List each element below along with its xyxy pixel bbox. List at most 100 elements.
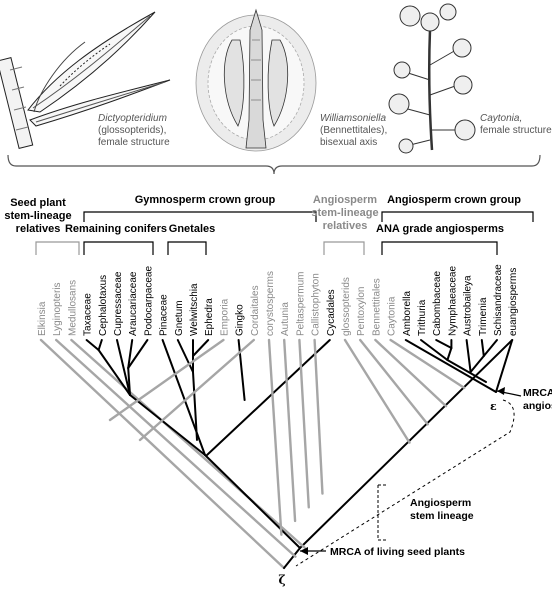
branch-emporia	[108, 338, 225, 422]
taxon-label-lyginopteris: Lyginopteris	[52, 282, 63, 336]
branch-cephalotaxus	[97, 339, 103, 351]
taxon-label-bennettitales: Bennettitales	[371, 278, 382, 336]
branch-conifer-a	[97, 349, 131, 396]
branch-glossopterids	[343, 338, 411, 444]
taxon-label-emporia: Emporia	[219, 298, 230, 336]
svg-text:Angiosperm: Angiosperm	[313, 194, 377, 206]
svg-text:Seed plant: Seed plant	[10, 197, 66, 209]
zeta-symbol: ζ	[278, 573, 285, 587]
branch-left-trunk	[39, 338, 286, 570]
svg-text:stem lineage: stem lineage	[410, 510, 474, 522]
branch-ephedra	[192, 339, 210, 357]
gnetales-label: Gnetales	[169, 223, 215, 235]
gnetales-bracket	[167, 241, 207, 255]
caytonia-axis-icon	[388, 3, 476, 154]
branch-austrobaileya	[465, 339, 472, 373]
branch-pinaceae	[161, 339, 206, 456]
taxon-label-taxaceae: Taxaceae	[83, 293, 94, 336]
taxon-label-podocarpaceae: Podocarpaceae	[143, 266, 154, 336]
angiosperm-crown-label: Angiosperm crown group	[387, 194, 521, 206]
taxon-label-schisandraceae: Schisandraceae	[493, 264, 504, 336]
taxon-label-cephalotaxus: Cephalotaxus	[98, 275, 109, 336]
seed-plant-stem-label: Seed plant stem-lineage relatives	[4, 197, 71, 235]
svg-text:Angiosperm: Angiosperm	[410, 497, 471, 509]
remaining-conifers-bracket	[83, 241, 154, 255]
branch-cordaitales	[138, 338, 256, 442]
branch-gingko	[237, 339, 246, 401]
taxon-label-medullosans: Medullosans	[67, 280, 78, 336]
taxon-label-gingko: Gingko	[235, 304, 246, 336]
phylogenetic-tree	[39, 338, 514, 570]
svg-text:angiosperms: angiosperms	[523, 400, 552, 412]
svg-text:stem-lineage: stem-lineage	[311, 207, 378, 219]
branch-bennettitales	[374, 338, 448, 408]
taxon-label-welwitschia: Welwitschia	[189, 283, 200, 336]
branch-corystosperms	[267, 338, 283, 536]
branch-conifers	[129, 394, 206, 456]
taxon-label-gnetum: Gnetum	[174, 300, 185, 336]
taxon-label-ephedra: Ephedra	[204, 298, 215, 336]
taxon-label-cabombaceae: Cabombaceae	[432, 271, 443, 336]
branch-trimenia	[480, 339, 485, 357]
branch-gnetum	[176, 339, 194, 373]
fossil-3-desc: female structure	[480, 125, 552, 136]
taxon-label-trithuria: Trithuria	[417, 299, 428, 336]
branch-euangiosperms	[495, 339, 514, 393]
taxon-label-callistophyton: Callistophyton	[311, 273, 322, 336]
angiosperm-crown-bracket	[381, 211, 534, 222]
taxon-label-austrobaileya: Austrobaileya	[463, 275, 474, 336]
angiosperm-stem-relatives-label: Angiosperm stem-lineage relatives	[311, 194, 378, 232]
taxon-label-glossopterids: glossopterids	[341, 277, 352, 336]
svg-text:relatives: relatives	[16, 223, 61, 235]
branch-nymphaeales	[446, 359, 487, 383]
fossil-2-desc: bisexual axis	[320, 137, 377, 148]
branch-austro-clade	[469, 355, 485, 373]
fossil-brace	[7, 154, 541, 175]
ana-grade-label: ANA grade angiosperms	[376, 223, 504, 235]
branch-amborella	[404, 339, 497, 393]
taxon-label-peltaspermum: Peltaspermum	[295, 272, 306, 336]
angiosperm-stem-lineage-label: Angiosperm stem lineage	[410, 497, 474, 522]
branch-cycadales	[206, 339, 331, 456]
fossil-3-name: Caytonia,	[480, 113, 522, 124]
branch-cupressaceae-stem	[116, 339, 131, 396]
angiosperm-stem-bracket	[323, 241, 365, 255]
taxon-label-trimenia: Trimenia	[478, 297, 489, 336]
branch-taxaceae	[85, 339, 100, 351]
branch-cabombaceae	[435, 339, 453, 349]
branch-callistophyton	[313, 338, 324, 495]
remaining-conifers-label: Remaining conifers	[65, 223, 167, 235]
fossil-2-name: Williamsoniella	[320, 113, 386, 124]
branch-peltaspermum	[298, 338, 310, 509]
branch-trithuria	[420, 339, 449, 361]
seed-plant-stem-bracket	[35, 241, 80, 255]
angiosperm-stem-bracket-dashed	[377, 484, 386, 541]
mrca-seed-plants-annotation: MRCA of living seed plants	[300, 546, 465, 558]
taxon-label-euangiosperms: euangiosperms	[508, 268, 519, 336]
mrca-angiosperms-annotation: MRCA of living angiosperms	[496, 387, 552, 412]
taxon-label-cupressaceae: Cupressaceae	[113, 271, 124, 336]
taxon-label-cycadales: Cycadales	[326, 289, 337, 336]
ana-grade-bracket	[381, 241, 498, 255]
svg-text:stem-lineage: stem-lineage	[4, 210, 71, 222]
branch-araucariaceae	[127, 339, 134, 369]
bennettitalean-flower-icon	[195, 8, 317, 152]
taxon-label-nymphaeaceae: Nymphaeaceae	[447, 266, 458, 336]
branch-medullosans	[70, 338, 306, 549]
fossil-2-group: (Bennettitales),	[320, 125, 387, 136]
taxon-label-araucariaceae: Araucariaceae	[128, 271, 139, 336]
branch-podocarpaceae	[127, 339, 149, 369]
branch-gnetales-stem	[192, 371, 198, 441]
branch-arau-podo	[127, 367, 131, 396]
taxon-label-caytonia: Caytonia	[387, 296, 398, 336]
angiosperm-stem-dashed	[295, 399, 515, 567]
branch-root-stem	[283, 547, 301, 569]
fossil-1-group: (glossopterids),	[98, 125, 166, 136]
branch-pentoxylon	[359, 338, 429, 426]
glossopterid-leaf-icon	[0, 11, 171, 149]
epsilon-symbol: ε	[490, 400, 497, 413]
taxon-label-autunia: Autunia	[280, 302, 291, 336]
taxon-label-cordaitales: Cordaitales	[250, 285, 261, 336]
